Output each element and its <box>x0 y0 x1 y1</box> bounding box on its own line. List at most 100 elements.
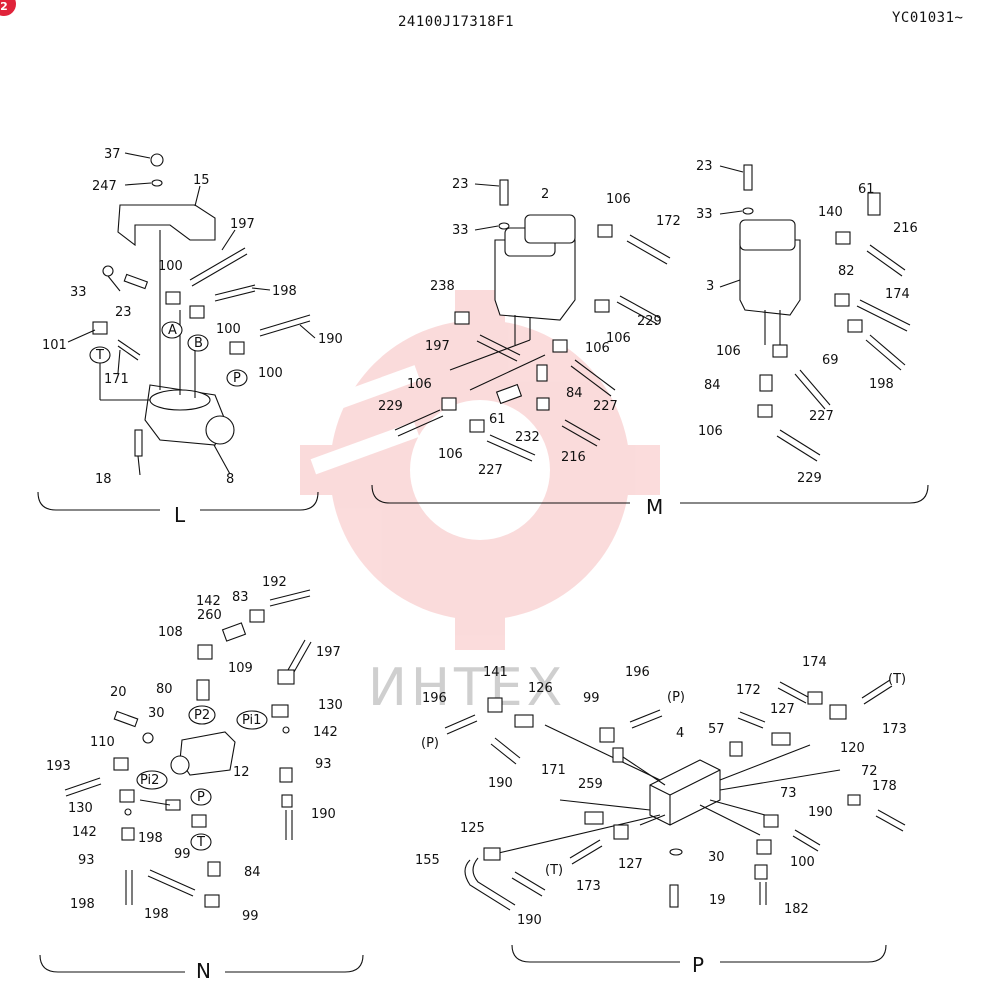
section-M: M <box>371 159 929 519</box>
callout: (T) <box>888 672 906 687</box>
callout: 84 <box>566 386 583 401</box>
callout: 238 <box>430 279 455 294</box>
section-L: L <box>37 147 343 527</box>
callout: 106 <box>606 331 631 346</box>
callout: 106 <box>407 377 432 392</box>
callout: 33 <box>70 285 87 300</box>
callout: 141 <box>483 665 508 680</box>
callout: 100 <box>258 366 283 381</box>
callout: 99 <box>583 691 600 706</box>
callout: 172 <box>656 214 681 229</box>
callout-circle-P: P <box>233 371 241 386</box>
callout: (T) <box>545 863 563 878</box>
callout: 100 <box>216 322 241 337</box>
callout: 171 <box>541 763 566 778</box>
callout: 216 <box>893 221 918 236</box>
callout: 197 <box>230 217 255 232</box>
callout: 197 <box>316 645 341 660</box>
callout: 178 <box>872 779 897 794</box>
callout-circle-T: T <box>95 348 104 363</box>
callout: 190 <box>318 332 343 347</box>
callout: 125 <box>460 821 485 836</box>
callout-circle-B: B <box>194 336 203 351</box>
callout: 130 <box>318 698 343 713</box>
callout: 174 <box>802 655 827 670</box>
callout: 174 <box>885 287 910 302</box>
watermark-text: ИНТЕХ <box>368 658 566 718</box>
callout: 8 <box>226 472 234 487</box>
callout: 61 <box>489 412 506 427</box>
callout: 18 <box>95 472 112 487</box>
callout: 196 <box>625 665 650 680</box>
section-label-P: P <box>692 953 704 977</box>
callout: 126 <box>528 681 553 696</box>
callout: 247 <box>92 179 117 194</box>
callout: 196 <box>422 691 447 706</box>
callout: 33 <box>452 223 469 238</box>
callout: 190 <box>311 807 336 822</box>
callout: 3 <box>706 279 714 294</box>
section-N: N <box>39 575 364 983</box>
callout: 259 <box>578 777 603 792</box>
callout: 130 <box>68 801 93 816</box>
callout: 190 <box>488 776 513 791</box>
callout: 109 <box>228 661 253 676</box>
callout-P: P <box>197 790 205 805</box>
callout: 173 <box>882 722 907 737</box>
callout: 229 <box>378 399 403 414</box>
callout: 198 <box>138 831 163 846</box>
callout: (P) <box>421 736 439 751</box>
callout: (P) <box>667 690 685 705</box>
serial-range: YC01031~ <box>892 10 964 26</box>
callout-P2: P2 <box>194 708 210 723</box>
callout: 84 <box>704 378 721 393</box>
callout: 80 <box>156 682 173 697</box>
callout: 93 <box>315 757 332 772</box>
callout: 99 <box>242 909 259 924</box>
callout: 229 <box>797 471 822 486</box>
callout-T: T <box>196 835 205 850</box>
callout: 260 <box>197 608 222 623</box>
callout: 182 <box>784 902 809 917</box>
callout: 171 <box>104 372 129 387</box>
callout: 227 <box>809 409 834 424</box>
callout: 82 <box>838 264 855 279</box>
callout: 19 <box>709 893 726 908</box>
callout-circle-A: A <box>168 323 177 338</box>
callout: 93 <box>78 853 95 868</box>
callout: 15 <box>193 173 210 188</box>
callout: 173 <box>576 879 601 894</box>
callout: 127 <box>618 857 643 872</box>
section-label-M: M <box>646 495 663 519</box>
callout: 108 <box>158 625 183 640</box>
callout: 23 <box>452 177 469 192</box>
callout: 23 <box>115 305 132 320</box>
callout: 197 <box>425 339 450 354</box>
callout: 2 <box>541 187 549 202</box>
callout: 227 <box>593 399 618 414</box>
callout: 37 <box>104 147 121 162</box>
callout: 198 <box>869 377 894 392</box>
callout: 190 <box>517 913 542 928</box>
page-badge: 2 <box>0 0 16 16</box>
callout: 198 <box>70 897 95 912</box>
callout: 155 <box>415 853 440 868</box>
callout: 192 <box>262 575 287 590</box>
callout: 193 <box>46 759 71 774</box>
callout-Pi2: Pi2 <box>140 773 159 788</box>
section-label-N: N <box>196 959 211 983</box>
callout: 106 <box>698 424 723 439</box>
callout: 227 <box>478 463 503 478</box>
callout: 100 <box>158 259 183 274</box>
callout: 83 <box>232 590 249 605</box>
watermark-gear-logo <box>300 290 660 650</box>
section-P: P <box>415 655 907 977</box>
callout: 140 <box>818 205 843 220</box>
callout: 84 <box>244 865 261 880</box>
callout: 61 <box>858 182 875 197</box>
callout: 57 <box>708 722 725 737</box>
callout: 127 <box>770 702 795 717</box>
callout-Pi1: Pi1 <box>242 713 261 728</box>
